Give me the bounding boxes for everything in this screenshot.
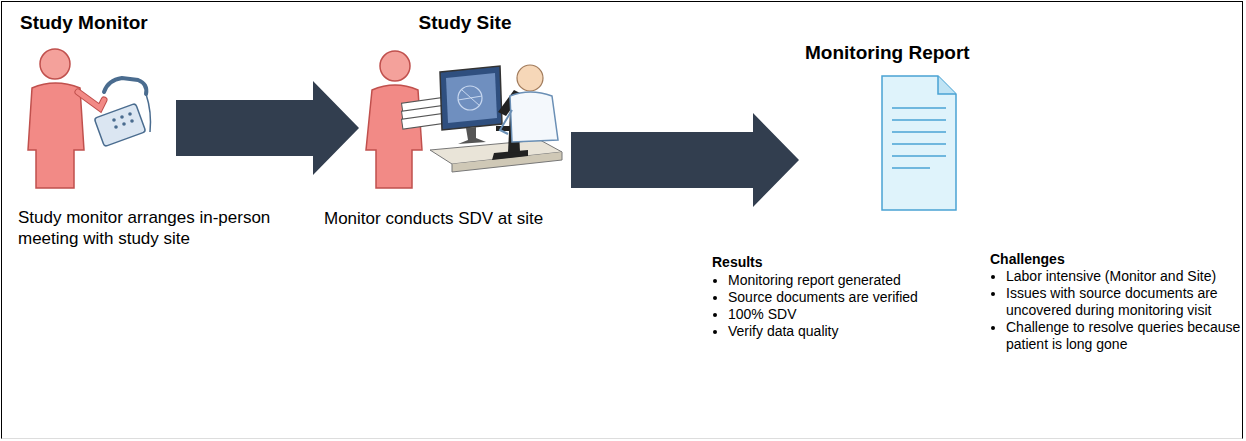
- block-arrow: [176, 81, 359, 175]
- column-heading: Monitoring Report: [805, 42, 970, 64]
- phone-icon: [94, 78, 150, 147]
- challenges-list: Labor intensive (Monitor and Site)Issues…: [990, 268, 1246, 353]
- column-node: Study Site: [365, 12, 565, 197]
- bullet-item: Labor intensive (Monitor and Site): [1006, 268, 1246, 285]
- computer-monitor: [440, 66, 502, 144]
- column-heading: Study Site: [419, 12, 512, 34]
- section-title: Results: [712, 254, 763, 270]
- step-caption: Study monitor arranges in-person meeting…: [18, 207, 293, 249]
- bullet-item: Source documents are verified: [728, 289, 948, 306]
- bullet-item: Challenge to resolve queries because pat…: [1006, 319, 1246, 353]
- column-node: Study Monitor: [20, 12, 170, 197]
- bullet-item: Verify data quality: [728, 323, 948, 340]
- bullet-item: Issues with source documents are uncover…: [1006, 285, 1246, 319]
- bullet-item: 100% SDV: [728, 306, 948, 323]
- column-node: Monitoring Report: [805, 42, 1020, 217]
- seated-person: [500, 65, 558, 142]
- bullet-item: Monitoring report generated: [728, 272, 948, 289]
- section-title: Challenges: [990, 251, 1065, 267]
- desk: [430, 140, 562, 172]
- document-icon: [882, 76, 956, 210]
- step-caption: Monitor conducts SDV at site: [324, 208, 624, 229]
- block-arrow: [571, 113, 799, 207]
- results-list: Monitoring report generatedSource docume…: [712, 272, 948, 340]
- column-heading: Study Monitor: [20, 12, 148, 34]
- monitor-person: [28, 49, 104, 188]
